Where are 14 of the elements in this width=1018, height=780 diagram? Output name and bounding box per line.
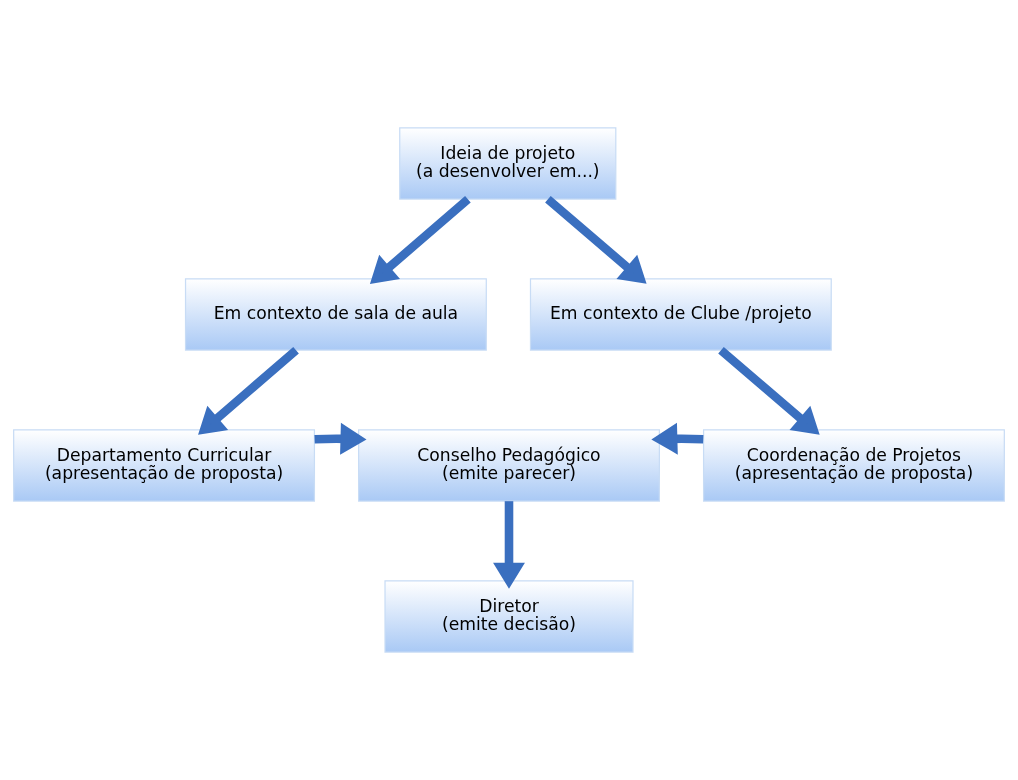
node-box: Em contexto de Clube /projeto <box>529 278 832 351</box>
arrow <box>198 346 299 435</box>
node-box: Conselho Pedagógico (emite parecer) <box>358 429 660 502</box>
arrow <box>718 346 820 435</box>
arrow <box>369 195 471 284</box>
arrow <box>314 422 367 455</box>
arrow <box>651 422 704 455</box>
arrow <box>493 501 525 589</box>
arrow <box>545 195 647 284</box>
node-box: Diretor (emite decisão) <box>384 580 634 653</box>
node-box: Coordenação de Projetos (apresentação de proposta) <box>702 429 1005 502</box>
node-box: Departamento Curricular (apresentação de proposta) <box>13 429 316 502</box>
node-box: Ideia de projeto (a desenvolver em...) <box>399 127 617 200</box>
node-box: Em contexto de sala de aula <box>184 278 487 351</box>
